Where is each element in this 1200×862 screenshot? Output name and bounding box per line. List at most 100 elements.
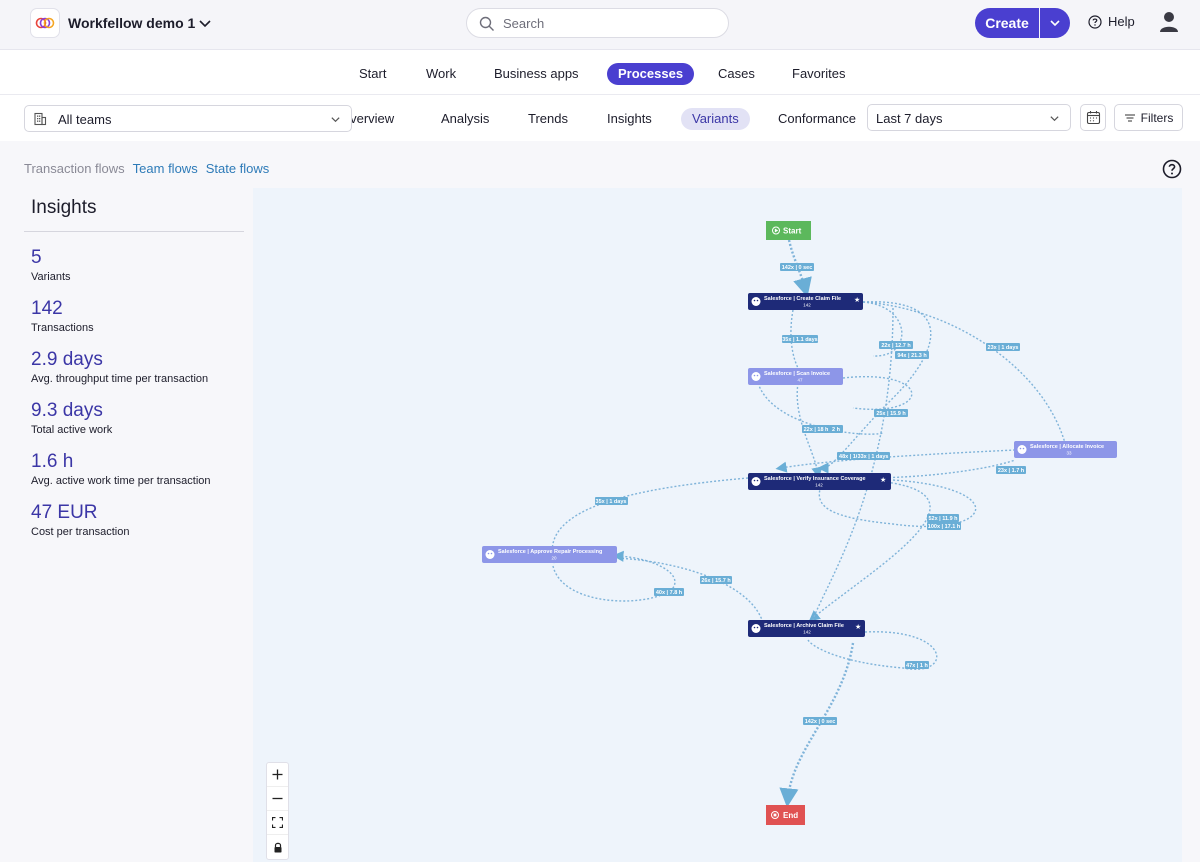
metric-label: Avg. active work time per transaction: [31, 475, 211, 487]
edge-labels: 142x | 0 sec 35x | 1.1 days 22x | 12.7 h…: [595, 263, 1026, 725]
svg-text:22x | 18 h: 22x | 18 h: [804, 427, 829, 433]
search-input[interactable]: [503, 14, 713, 32]
tab-transaction-flows[interactable]: Transaction flows: [24, 161, 125, 176]
filters-button[interactable]: Filters: [1114, 104, 1183, 131]
process-node-verify-insurance-coverage[interactable]: Salesforce | Verify Insurance Coverage 1…: [748, 473, 891, 490]
nav-business-apps[interactable]: Business apps: [494, 66, 579, 81]
tab-overview[interactable]: Overview: [340, 111, 395, 126]
tab-variants[interactable]: Variants: [681, 108, 750, 130]
process-node-scan-invoice[interactable]: Salesforce | Scan Invoice 47: [748, 368, 843, 385]
edge-label: 2 h: [829, 425, 843, 433]
edge-label: 23x | 1.7 h: [996, 466, 1026, 474]
star-icon: ★: [880, 476, 886, 484]
svg-text:142: 142: [803, 303, 811, 308]
lock-button[interactable]: [267, 835, 288, 859]
chevron-down-icon: [331, 117, 340, 123]
play-icon: [772, 226, 780, 235]
process-flow-canvas[interactable]: 142x | 0 sec 35x | 1.1 days 22x | 12.7 h…: [253, 188, 1182, 862]
svg-text:142x | 0 sec: 142x | 0 sec: [782, 265, 813, 271]
nav-favorites[interactable]: Favorites: [792, 66, 846, 81]
star-icon: ★: [854, 296, 860, 304]
metric-value: 47 EUR: [31, 502, 98, 523]
start-node[interactable]: Start: [766, 221, 811, 240]
lock-icon: [274, 842, 281, 852]
date-range-select[interactable]: Last 7 days: [867, 104, 1071, 131]
content-area: Transaction flows Team flows State flows…: [0, 141, 1200, 862]
metric-variants: 5 Variants: [24, 247, 244, 283]
svg-text:Salesforce | Scan Invoice: Salesforce | Scan Invoice: [764, 371, 830, 377]
nav-start[interactable]: Start: [359, 66, 387, 81]
edge-label: 26x | 15.7 h: [700, 576, 732, 584]
nav-work[interactable]: Work: [426, 66, 457, 81]
svg-text:End: End: [783, 811, 798, 820]
zoom-in-button[interactable]: [267, 763, 288, 787]
fit-view-button[interactable]: [267, 811, 288, 835]
metric-value: 142: [31, 298, 63, 319]
insights-title: Insights: [24, 187, 244, 232]
tab-state-flows[interactable]: State flows: [205, 161, 270, 176]
edge-label: 142x | 0 sec: [803, 717, 837, 725]
question-circle-icon[interactable]: [1162, 159, 1182, 179]
stop-icon: [771, 811, 779, 819]
tab-conformance[interactable]: Conformance: [778, 111, 857, 126]
nav-cases[interactable]: Cases: [718, 66, 755, 81]
svg-text:2 h: 2 h: [832, 427, 841, 433]
process-flow-graph: 142x | 0 sec 35x | 1.1 days 22x | 12.7 h…: [482, 221, 1117, 825]
metric-throughput-time: 2.9 days Avg. throughput time per transa…: [24, 349, 244, 385]
svg-text:52x | 11.9 h: 52x | 11.9 h: [928, 516, 958, 522]
process-node-create-claim-file[interactable]: Salesforce | Create Claim File 142 ★: [748, 293, 863, 310]
edge-label: 100x | 17.1 h: [927, 522, 961, 530]
svg-text:Salesforce | Allocate Invoice: Salesforce | Allocate Invoice: [1030, 444, 1104, 450]
svg-text:142: 142: [803, 630, 811, 635]
robot-icon: [751, 297, 761, 306]
plus-icon: [272, 769, 283, 780]
svg-text:Salesforce | Create Claim File: Salesforce | Create Claim File: [764, 296, 841, 302]
help-button[interactable]: Help: [1088, 14, 1135, 29]
edge-verify-allocate: [864, 459, 1016, 479]
svg-text:142: 142: [815, 483, 823, 488]
logo-icon[interactable]: [30, 8, 60, 38]
svg-text:Salesforce | Approve Repair Pr: Salesforce | Approve Repair Processing: [498, 549, 602, 555]
edge-label: 35x | 1 days: [595, 497, 628, 505]
svg-text:94x | 21.3 h: 94x | 21.3 h: [897, 353, 927, 359]
tab-insights[interactable]: Insights: [607, 111, 652, 126]
svg-text:23x | 1.7 h: 23x | 1.7 h: [998, 468, 1025, 474]
create-button[interactable]: Create: [975, 8, 1039, 38]
tab-trends[interactable]: Trends: [528, 111, 568, 126]
user-icon[interactable]: [1159, 11, 1179, 33]
end-node[interactable]: End: [766, 805, 805, 825]
create-dropdown-button[interactable]: [1040, 8, 1070, 38]
metric-total-active-work: 9.3 days Total active work: [24, 400, 244, 436]
chevron-down-icon: [1050, 116, 1059, 122]
edge-label: 25x | 15.9 h: [874, 409, 908, 417]
svg-text:33x | 1 days: 33x | 1 days: [858, 454, 889, 460]
date-range-value: Last 7 days: [876, 111, 943, 126]
minus-icon: [272, 797, 283, 800]
robot-icon: [1017, 445, 1027, 454]
svg-text:35x | 1.1 days: 35x | 1.1 days: [782, 337, 817, 343]
help-icon: [1088, 14, 1102, 29]
search-bar[interactable]: [466, 8, 729, 38]
top-bar: Workfellow demo 1 Create Help: [0, 0, 1200, 50]
metric-value: 5: [31, 247, 42, 268]
tab-team-flows[interactable]: Team flows: [132, 161, 198, 176]
chevron-down-icon[interactable]: [197, 15, 213, 31]
robot-icon: [485, 550, 495, 559]
svg-text:47x | 1 h: 47x | 1 h: [906, 663, 928, 669]
metric-value: 2.9 days: [31, 349, 103, 370]
edge-label: 33x | 1 days: [857, 452, 890, 460]
process-node-allocate-invoice[interactable]: Salesforce | Allocate Invoice 33: [1014, 441, 1117, 458]
process-node-archive-claim-file[interactable]: Salesforce | Archive Claim File 142 ★: [748, 620, 865, 637]
zoom-out-button[interactable]: [267, 787, 288, 811]
filter-icon: [1124, 113, 1135, 122]
process-node-approve-repair-processing[interactable]: Salesforce | Approve Repair Processing 2…: [482, 546, 617, 563]
nav-processes[interactable]: Processes: [607, 63, 695, 85]
calendar-button[interactable]: [1080, 104, 1106, 131]
tab-analysis[interactable]: Analysis: [441, 111, 490, 126]
metric-label: Variants: [31, 271, 71, 283]
metric-label: Transactions: [31, 322, 94, 334]
workspace-name[interactable]: Workfellow demo 1: [68, 15, 196, 31]
svg-text:Start: Start: [783, 227, 802, 236]
team-select[interactable]: All teams: [24, 105, 352, 132]
edge-verify-loop: [818, 479, 977, 528]
